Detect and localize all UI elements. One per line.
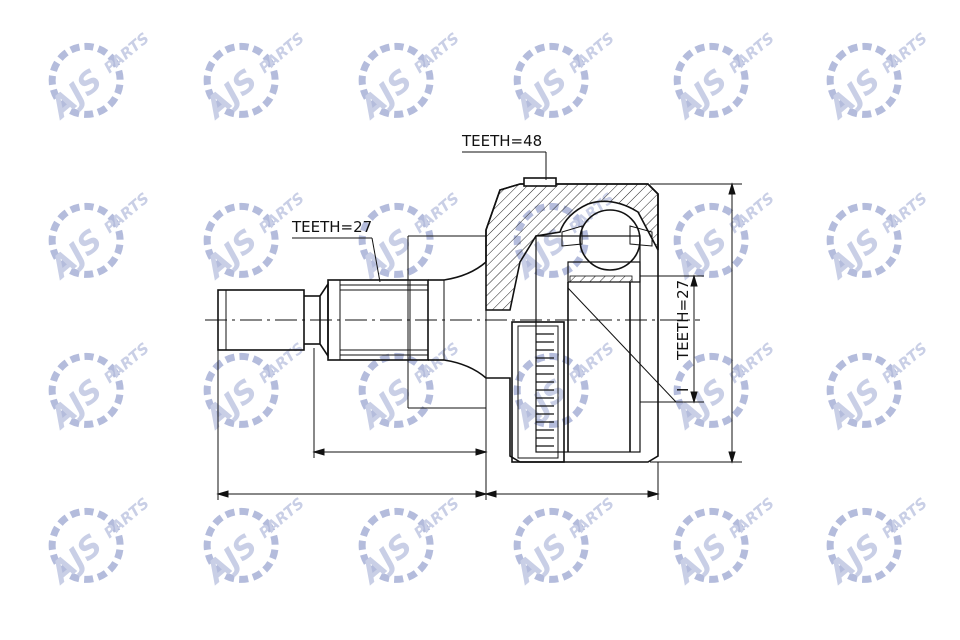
watermark-sub: PARTS <box>100 29 152 77</box>
watermark-sub: PARTS <box>410 494 462 542</box>
watermark-sub: PARTS <box>255 339 307 387</box>
gear-icon <box>203 202 279 278</box>
watermark-brand: AJS <box>668 373 735 437</box>
gear-icon <box>513 352 589 428</box>
watermark-sub: PARTS <box>100 494 152 542</box>
gear-icon <box>48 507 124 583</box>
watermark-sub: PARTS <box>565 494 617 542</box>
watermark-sub: PARTS <box>878 189 930 237</box>
watermark-brand: AJS <box>508 63 575 127</box>
watermark-brand: AJS <box>43 223 110 287</box>
technical-drawing <box>205 151 742 500</box>
labels: TEETH=48 TEETH=27 TEETH=27 I <box>291 132 692 392</box>
splined-shaft <box>327 279 444 361</box>
gear-icon <box>826 202 902 278</box>
watermark-sub: PARTS <box>565 339 617 387</box>
gear-icon <box>513 42 589 118</box>
watermark-sub: PARTS <box>100 339 152 387</box>
gear-icon <box>673 202 749 278</box>
watermark-brand: AJS <box>821 528 888 592</box>
neck <box>443 261 487 379</box>
watermark-brand: AJS <box>353 528 420 592</box>
watermark-sub: PARTS <box>878 29 930 77</box>
teeth-inner-label: TEETH=27 <box>674 280 692 361</box>
gear-icon <box>826 507 902 583</box>
watermark-brand: AJS <box>198 63 265 127</box>
gear-icon <box>358 202 434 278</box>
teeth-outer-label: TEETH=48 <box>461 132 542 150</box>
watermark-sub: PARTS <box>725 494 777 542</box>
watermark-brand: AJS <box>668 223 735 287</box>
gear-icon <box>826 352 902 428</box>
gear-icon <box>48 352 124 428</box>
dimension-lines <box>216 151 742 500</box>
watermark-brand: AJS <box>668 63 735 127</box>
gear-icon <box>513 507 589 583</box>
gear-icon <box>826 42 902 118</box>
gear-icon <box>673 42 749 118</box>
abs-ring <box>511 321 565 463</box>
watermark-sub: PARTS <box>725 339 777 387</box>
gear-icon <box>358 42 434 118</box>
watermark-brand: AJS <box>43 373 110 437</box>
watermark-sub: PARTS <box>100 189 152 237</box>
gear-icon <box>358 352 434 428</box>
watermark-brand: AJS <box>353 373 420 437</box>
watermark-brand: AJS <box>43 63 110 127</box>
watermark-brand: AJS <box>198 373 265 437</box>
gear-icon <box>673 507 749 583</box>
watermark-brand: AJS <box>198 223 265 287</box>
gear-icon <box>48 42 124 118</box>
inner-race <box>535 209 677 453</box>
watermark-brand: AJS <box>821 223 888 287</box>
watermark-brand: AJS <box>821 63 888 127</box>
watermark-brand: AJS <box>198 528 265 592</box>
watermark-sub: PARTS <box>565 29 617 77</box>
watermark-sub: PARTS <box>255 29 307 77</box>
bell-housing <box>485 177 659 463</box>
inner-mark-label: I <box>674 388 692 392</box>
gear-icon <box>358 507 434 583</box>
watermark-sub: PARTS <box>410 29 462 77</box>
gear-icon <box>203 507 279 583</box>
watermark-sub: PARTS <box>410 189 462 237</box>
watermark-brand: AJS <box>43 528 110 592</box>
watermark-sub: PARTS <box>878 494 930 542</box>
ball <box>579 209 641 271</box>
watermark-brand: AJS <box>668 528 735 592</box>
gear-icon <box>673 352 749 428</box>
gear-icon <box>203 42 279 118</box>
watermark-brand: AJS <box>821 373 888 437</box>
watermark-sub: PARTS <box>725 189 777 237</box>
watermark-sub: PARTS <box>725 29 777 77</box>
watermark-brand: AJS <box>508 528 575 592</box>
teeth-shaft-label: TEETH=27 <box>291 218 372 236</box>
gear-icon <box>48 202 124 278</box>
gear-icon <box>203 352 279 428</box>
watermark-brand: AJS <box>353 63 420 127</box>
watermark-sub: PARTS <box>255 494 307 542</box>
watermark-sub: PARTS <box>878 339 930 387</box>
